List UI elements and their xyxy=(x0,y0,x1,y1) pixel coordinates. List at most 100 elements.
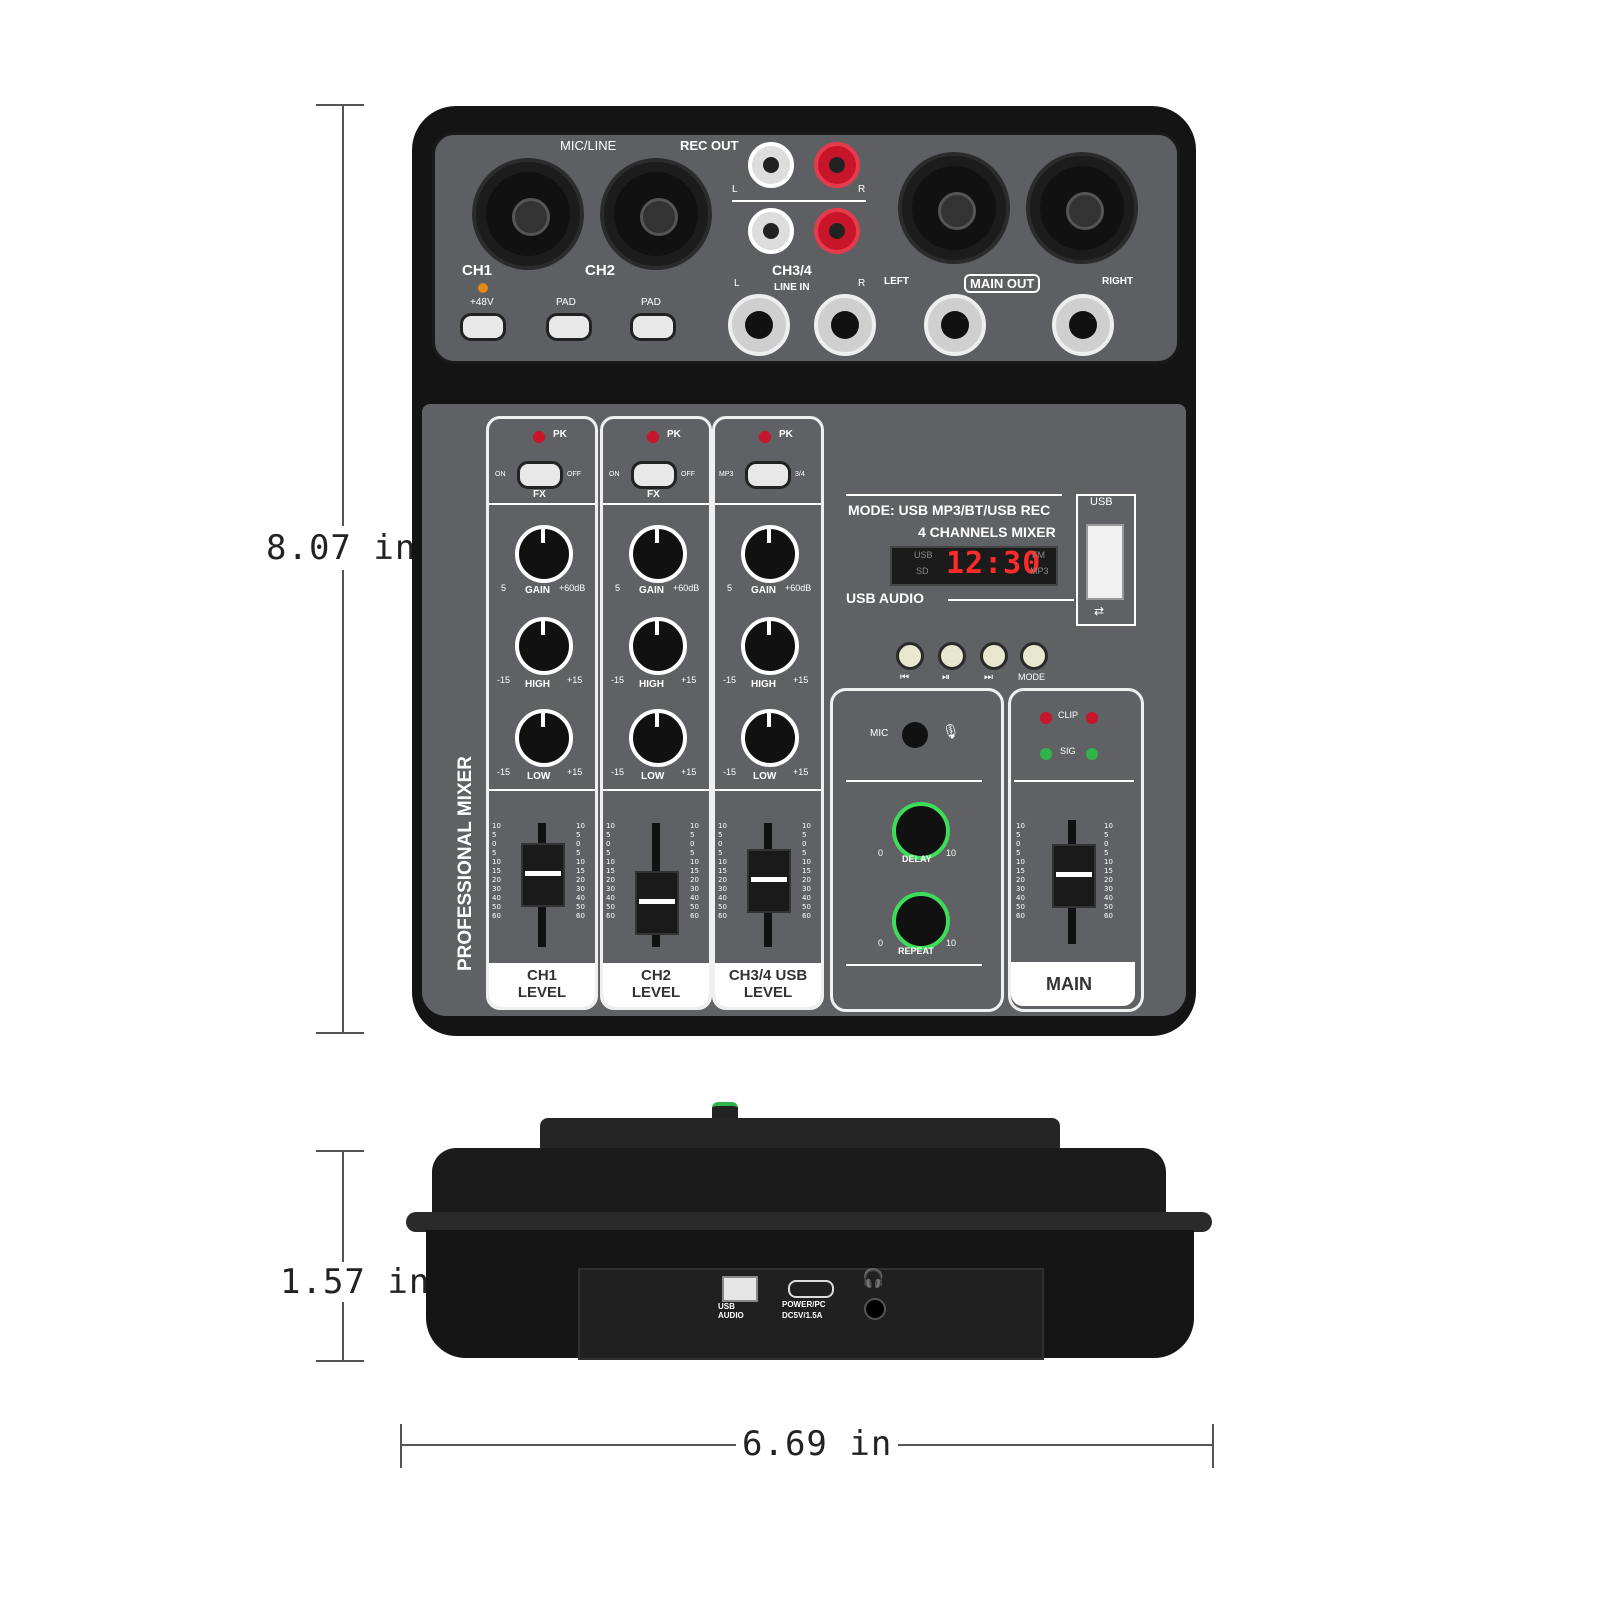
gain-label: GAIN xyxy=(525,585,550,596)
strip-ch2: PK ON OFF FX 5 GAIN +60dB -15 HIGH +15 -… xyxy=(600,416,712,1010)
fader-scale: 10 5 0 5 10 15 20 30 40 50 60 xyxy=(718,822,727,920)
main-fader[interactable] xyxy=(1052,844,1096,908)
gain-label: GAIN xyxy=(639,585,664,596)
ch2-label: CH2 xyxy=(585,262,616,279)
gain-knob[interactable] xyxy=(515,525,573,583)
mode-button[interactable] xyxy=(1020,642,1048,670)
rec-out-right-rca[interactable] xyxy=(814,142,860,188)
low-min: -15 xyxy=(497,767,511,777)
gain-knob[interactable] xyxy=(629,525,687,583)
mic-line-label: MIC/LINE xyxy=(560,138,617,153)
fader-scale: 10 5 0 5 10 15 20 30 40 50 60 xyxy=(606,822,615,920)
high-eq-knob[interactable] xyxy=(515,617,573,675)
usb-audio-line xyxy=(948,599,1074,601)
width-dimension-tick-left xyxy=(400,1424,402,1468)
play-pause-button[interactable] xyxy=(938,642,966,670)
usb-port-label: USB xyxy=(1090,496,1113,508)
mic-label: MIC xyxy=(870,728,889,739)
pad1-switch[interactable] xyxy=(546,313,592,341)
clip-label: CLIP xyxy=(1058,710,1079,720)
ch1-combo-jack[interactable] xyxy=(472,158,584,270)
gain-label: GAIN xyxy=(751,585,776,596)
player-divider-top xyxy=(846,494,1062,496)
repeat-label: REPEAT xyxy=(898,946,934,956)
ch1-fader[interactable] xyxy=(521,843,565,907)
fx-switch[interactable] xyxy=(631,461,677,489)
low-min: -15 xyxy=(611,767,625,777)
line-in-right-jack[interactable] xyxy=(814,294,876,356)
main-out-left-xlr[interactable] xyxy=(898,152,1010,264)
line-in-left-rca[interactable] xyxy=(748,208,794,254)
side-view-rim xyxy=(406,1212,1212,1232)
mic-jack[interactable] xyxy=(902,722,928,748)
rec-l-label: L xyxy=(732,184,738,195)
next-icon: ⏭ xyxy=(984,672,993,683)
main-out-label: MAIN OUT xyxy=(964,274,1041,293)
gain-min: 5 xyxy=(501,583,507,593)
main-left-label: LEFT xyxy=(884,276,909,287)
main-out-right-xlr[interactable] xyxy=(1026,152,1138,264)
pad2-switch[interactable] xyxy=(630,313,676,341)
height-dimension-tick-bottom xyxy=(316,1032,364,1034)
headphone-icon: 🎧 xyxy=(862,1268,885,1289)
low-eq-knob[interactable] xyxy=(741,709,799,767)
usb-port[interactable] xyxy=(1086,524,1124,600)
source-switch[interactable] xyxy=(745,461,791,489)
phantom-switch[interactable] xyxy=(460,313,506,341)
main-out-right-jack[interactable] xyxy=(1052,294,1114,356)
next-button[interactable] xyxy=(980,642,1008,670)
ch34-fader[interactable] xyxy=(747,849,791,913)
high-label: HIGH xyxy=(525,679,550,690)
fx-switch[interactable] xyxy=(517,461,563,489)
high-max: +15 xyxy=(567,675,583,685)
main-section xyxy=(1008,688,1144,1012)
display-screen xyxy=(890,546,1058,586)
repeat-knob[interactable] xyxy=(892,892,950,950)
pk-label: PK xyxy=(779,429,793,440)
usb-symbol-icon: ⇄ xyxy=(1094,604,1105,618)
line-in-left-jack[interactable] xyxy=(728,294,790,356)
mic-icon: 🎙 xyxy=(942,724,960,740)
main-label: MAIN xyxy=(1046,974,1092,994)
fx-switch-left-label: ON xyxy=(609,471,620,478)
delay-max: 10 xyxy=(946,848,957,858)
line-in-right-rca[interactable] xyxy=(814,208,860,254)
usb-port-frame xyxy=(1076,494,1136,626)
main-footer xyxy=(1011,962,1135,1006)
prev-button[interactable] xyxy=(896,642,924,670)
fx-section xyxy=(830,688,1004,1012)
headphone-jack[interactable] xyxy=(864,1298,886,1320)
side-usb-port[interactable] xyxy=(722,1276,758,1302)
display-mp3-label: MP3 xyxy=(1030,566,1049,576)
low-label: LOW xyxy=(753,771,777,782)
side-view-top xyxy=(432,1148,1166,1218)
strip-ch1: PK ON OFF FX 5 GAIN +60dB -15 HIGH +15 -… xyxy=(486,416,598,1010)
ch2-combo-jack[interactable] xyxy=(600,158,712,270)
low-eq-knob[interactable] xyxy=(629,709,687,767)
side-usbc-port[interactable] xyxy=(788,1280,834,1298)
source-switch-right-label: 3/4 xyxy=(795,471,805,478)
main-right-label: RIGHT xyxy=(1102,276,1134,287)
pk-led xyxy=(647,431,659,443)
main-out-left-jack[interactable] xyxy=(924,294,986,356)
fader-scale: 10 5 0 5 10 15 20 30 40 50 60 xyxy=(576,822,585,920)
low-max: +15 xyxy=(793,767,809,777)
ch2-fader[interactable] xyxy=(635,871,679,935)
brand-label: PROFESSIONAL MIXER xyxy=(455,755,476,971)
low-label: LOW xyxy=(641,771,665,782)
gain-knob[interactable] xyxy=(741,525,799,583)
high-eq-knob[interactable] xyxy=(629,617,687,675)
high-eq-knob[interactable] xyxy=(741,617,799,675)
delay-knob[interactable] xyxy=(892,802,950,860)
usb-audio-label: USB AUDIO xyxy=(846,590,925,606)
high-max: +15 xyxy=(681,675,697,685)
fx-switch-right-label: OFF xyxy=(681,471,695,478)
high-label: HIGH xyxy=(639,679,664,690)
fx-label: FX xyxy=(533,489,546,500)
sig-led-right xyxy=(1086,748,1098,760)
pk-label: PK xyxy=(553,429,567,440)
low-eq-knob[interactable] xyxy=(515,709,573,767)
rec-out-left-rca[interactable] xyxy=(748,142,794,188)
fader-scale: 10 5 0 5 10 15 20 30 40 50 60 xyxy=(690,822,699,920)
